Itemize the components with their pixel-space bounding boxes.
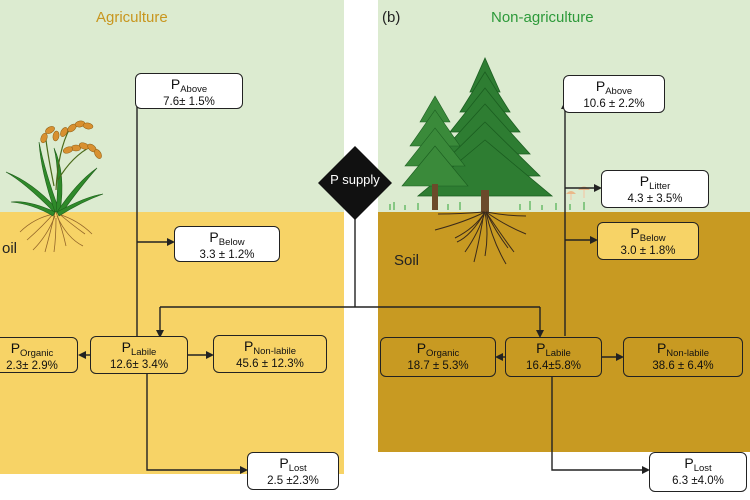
box-a-lost: PLost 2.5 ±2.3% <box>247 452 339 490</box>
box-a-organic: POrganic 2.3± 2.9% <box>0 337 78 373</box>
box-b-litter: PLitter 4.3 ± 3.5% <box>601 170 709 208</box>
box-b-litter-value: 4.3 ± 3.5% <box>627 192 683 205</box>
arrow-b-labile-to-lost <box>551 376 650 474</box>
box-b-nonlabile: PNon-labile 38.6 ± 6.4% <box>623 337 743 377</box>
box-a-nonlabile: PNon-labile 45.6 ± 12.3% <box>213 335 327 373</box>
box-b-above: PAbove 10.6 ± 2.2% <box>563 75 665 113</box>
box-b-lost: PLost 6.3 ±4.0% <box>649 452 747 492</box>
box-a-above: PAbove 7.6± 1.5% <box>135 73 243 109</box>
box-a-below-value: 3.3 ± 1.2% <box>199 248 255 261</box>
panel-b-title: Non-agriculture <box>491 9 594 26</box>
box-a-organic-value: 2.3± 2.9% <box>6 359 58 372</box>
box-b-labile: PLabile 16.4±5.8% <box>505 337 602 377</box>
box-b-organic-value: 18.7 ± 5.3% <box>407 359 469 372</box>
box-a-nonlabile-value: 45.6 ± 12.3% <box>236 357 304 370</box>
box-b-above-value: 10.6 ± 2.2% <box>583 97 645 110</box>
p-supply-diamond <box>318 146 392 220</box>
p-supply-label: P supply <box>330 172 380 187</box>
box-b-labile-value: 16.4±5.8% <box>526 359 581 372</box>
box-b-below: PBelow 3.0 ± 1.8% <box>597 222 699 260</box>
box-b-below-value: 3.0 ± 1.8% <box>620 244 676 257</box>
panel-b-tag: (b) <box>382 9 401 26</box>
box-b-nonlabile-value: 38.6 ± 6.4% <box>652 359 714 372</box>
box-b-organic: POrganic 18.7 ± 5.3% <box>380 337 496 377</box>
arrow-a-labile-to-lost <box>146 374 248 474</box>
box-a-labile: PLabile 12.6± 3.4% <box>90 336 188 374</box>
panel-b-soil-label: Soil <box>394 252 420 269</box>
box-a-labile-value: 12.6± 3.4% <box>109 358 169 371</box>
arrow-a-labile-to-above <box>136 84 144 336</box>
box-a-above-value: 7.6± 1.5% <box>163 95 215 108</box>
conifer-tree-icon <box>389 57 585 265</box>
box-a-lost-value: 2.5 ±2.3% <box>267 474 319 487</box>
box-b-lost-value: 6.3 ±4.0% <box>672 474 724 487</box>
rice-plant-icon <box>5 120 104 253</box>
box-a-below: PBelow 3.3 ± 1.2% <box>174 226 280 262</box>
panel-a-title: Agriculture <box>96 9 168 26</box>
panel-a-soil-label: oil <box>2 240 18 257</box>
